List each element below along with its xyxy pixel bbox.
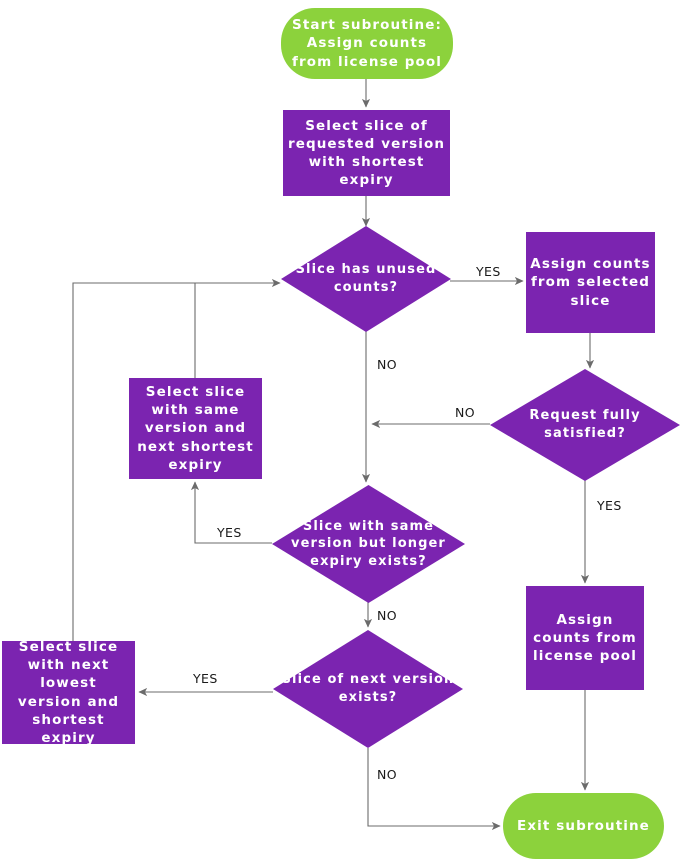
node-assign-counts-selected-slice-label: Assign counts from selected slice — [530, 256, 651, 309]
node-longer-expiry-exists[interactable]: Slice with same version but longer expir… — [272, 485, 465, 603]
node-select-same-version-next-shortest-label: Select slice with same version and next … — [137, 383, 254, 473]
node-select-shortest-expiry[interactable]: Select slice of requested version with s… — [283, 110, 450, 196]
edge-next-ver-no — [367, 748, 501, 831]
edge-next-shortest-to-has-unused — [194, 278, 281, 378]
edge-label-no-has-unused: NO — [377, 357, 397, 372]
node-next-version-exists[interactable]: Slice of next version exists? — [273, 630, 463, 748]
node-assign-counts-license-pool[interactable]: Assign counts from license pool — [526, 586, 644, 690]
node-select-shortest-expiry-label: Select slice of requested version with s… — [287, 117, 446, 189]
edge-label-no-longer-expiry: NO — [377, 608, 397, 623]
node-exit-label: Exit subroutine — [517, 817, 650, 834]
node-start-label: Start subroutine: Assign counts from lic… — [291, 17, 443, 70]
node-slice-has-unused-counts[interactable]: Slice has unused counts? — [281, 226, 451, 332]
edge-label-yes-longer-expiry: YES — [217, 525, 242, 540]
node-select-next-lowest-version[interactable]: Select slice with next lowest version an… — [2, 638, 135, 746]
node-longer-expiry-exists-label: Slice with same version but longer expir… — [291, 518, 446, 569]
node-request-fully-satisfied-label: Request fully satisfied? — [529, 408, 641, 441]
edge-label-no-request-satisfied: NO — [455, 405, 475, 420]
node-next-version-exists-label: Slice of next version exists? — [281, 672, 455, 705]
edge-label-no-next-version: NO — [377, 767, 397, 782]
node-assign-counts-selected-slice[interactable]: Assign counts from selected slice — [526, 232, 655, 333]
edge-label-yes-request-satisfied: YES — [597, 498, 622, 513]
node-exit[interactable]: Exit subroutine — [503, 793, 664, 859]
node-select-same-version-next-shortest[interactable]: Select slice with same version and next … — [129, 378, 262, 479]
edge-label-yes-next-version: YES — [193, 671, 218, 686]
node-slice-has-unused-counts-label: Slice has unused counts? — [295, 262, 437, 295]
edge-label-yes-has-unused: YES — [476, 264, 501, 279]
node-assign-counts-license-pool-label: Assign counts from license pool — [533, 611, 637, 665]
node-request-fully-satisfied[interactable]: Request fully satisfied? — [490, 369, 680, 481]
node-start[interactable]: Start subroutine: Assign counts from lic… — [281, 8, 453, 79]
node-select-next-lowest-version-label: Select slice with next lowest version an… — [17, 638, 120, 746]
